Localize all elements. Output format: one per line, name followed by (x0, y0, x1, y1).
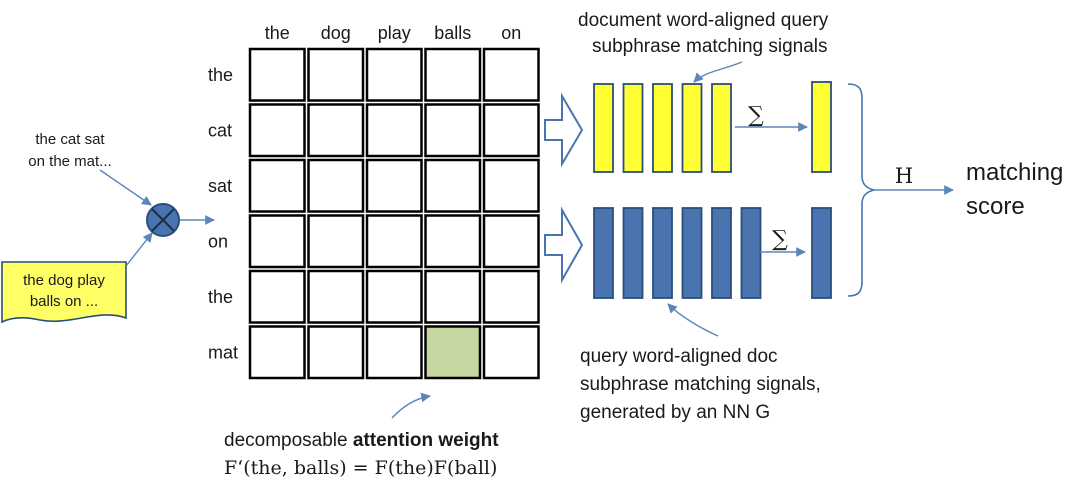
matrix-cell (248, 158, 306, 213)
matrix-cell (307, 325, 365, 380)
matrix-cell (424, 103, 482, 158)
bottom-note-line-2: subphrase matching signals, (580, 374, 821, 395)
blue-signal-bar (681, 207, 703, 299)
column-label: play (378, 23, 411, 43)
yellow-signal-bar (652, 83, 673, 173)
matrix-cell (482, 47, 540, 102)
summation-icon: ∑ (772, 227, 788, 252)
blue-signal-bar (652, 207, 673, 299)
top-note-line-2: subphrase matching signals (592, 36, 828, 57)
row-label: sat (208, 176, 232, 196)
row-label: the (208, 287, 233, 307)
matrix-cell (365, 103, 423, 158)
matrix-cell (424, 214, 482, 269)
matrix-cell (248, 214, 306, 269)
attention-pointer-arrow (391, 392, 431, 419)
blue-signal-bar (740, 207, 762, 299)
query-to-combine-arrow (125, 232, 153, 267)
blue-signal-bar (593, 207, 614, 299)
summation-icon: ∑ (748, 103, 764, 128)
attention-matrix (248, 47, 540, 380)
output-line-2: score (966, 193, 1025, 220)
yellow-signal-bar (593, 83, 614, 173)
matrix-cell (424, 269, 482, 324)
query-note-shape (1, 261, 127, 324)
bottom-note-pointer-arrow (667, 303, 719, 337)
row-label: mat (208, 342, 238, 362)
matrix-cell (248, 103, 306, 158)
matrix-cell (424, 158, 482, 213)
matrix-cell (307, 158, 365, 213)
bottom-note-line-3: generated by an NN G (580, 402, 770, 423)
row-label: the (208, 65, 233, 85)
matrix-cell (482, 103, 540, 158)
document-to-combine-arrow (99, 169, 152, 206)
output-line-1: matching (966, 159, 1063, 186)
matrix-cell (365, 214, 423, 269)
matrix-cell (482, 325, 540, 380)
highlighted-matrix-cell (424, 325, 482, 380)
yellow-signal-bar (622, 83, 644, 173)
column-label: dog (321, 23, 351, 43)
row-label: cat (208, 120, 232, 140)
blue-summed-bar (811, 207, 832, 299)
circled-times-icon (146, 203, 180, 237)
column-label: the (265, 23, 290, 43)
matrix-cell (365, 158, 423, 213)
document-text-line-1: the cat sat (35, 131, 105, 148)
query-text-line-1: the dog play (23, 272, 105, 289)
yellow-summed-bar (811, 81, 832, 173)
query-text-line-2: balls on ... (30, 293, 98, 310)
matrix-cell (424, 47, 482, 102)
h-function-label: H (895, 164, 913, 188)
matrix-cell (365, 325, 423, 380)
yellow-signal-bars (593, 83, 732, 173)
matrix-row-labels: the cat sat on the mat (208, 65, 238, 363)
top-note-pointer-arrow (693, 61, 743, 83)
matrix-cell (248, 325, 306, 380)
matrix-column-labels: the dog play balls on (265, 23, 522, 43)
bottom-note-line-1: query word-aligned doc (580, 346, 778, 367)
matrix-cell (307, 47, 365, 102)
yellow-signal-bar (681, 83, 703, 173)
matrix-cell (482, 214, 540, 269)
attention-caption: decomposable attention weight (224, 430, 499, 451)
attention-formula: F‘(the, balls) = F(the)F(ball) (224, 457, 497, 479)
yellow-signal-bar (711, 83, 732, 173)
row-label: on (208, 231, 228, 251)
blue-signal-bars (593, 207, 762, 299)
query-note: the dog play balls on ... (1, 261, 127, 324)
document-text-line-2: on the mat... (28, 153, 111, 170)
matrix-cell (307, 214, 365, 269)
column-label: on (501, 23, 521, 43)
matrix-cell (482, 269, 540, 324)
column-label: balls (434, 23, 471, 43)
matrix-cell (365, 47, 423, 102)
hollow-right-arrow-icon (544, 206, 584, 284)
matrix-cell (482, 158, 540, 213)
hollow-right-arrow-icon (544, 92, 584, 168)
blue-signal-bar (622, 207, 644, 299)
top-note-line-1: document word-aligned query (578, 10, 829, 31)
right-brace (847, 83, 875, 297)
matrix-cell (307, 269, 365, 324)
matrix-cell (248, 47, 306, 102)
matrix-cell (307, 103, 365, 158)
blue-signal-bar (711, 207, 732, 299)
matrix-cell (365, 269, 423, 324)
matrix-cell (248, 269, 306, 324)
